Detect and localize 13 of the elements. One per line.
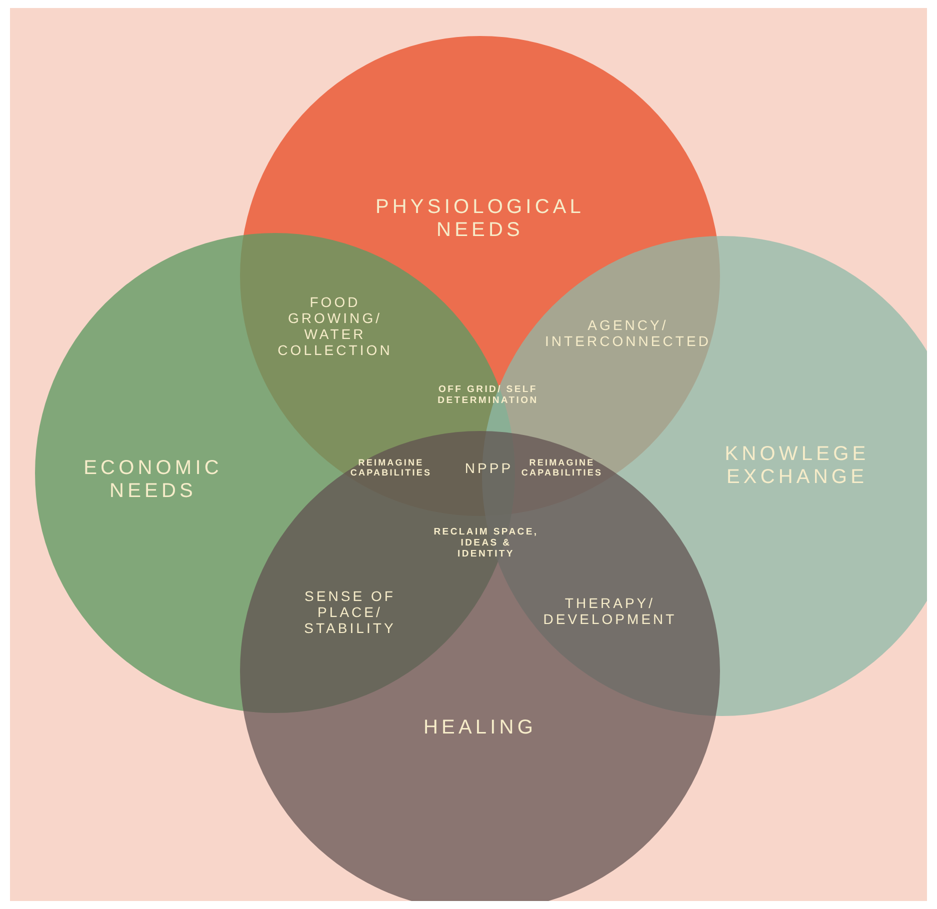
overlap-label: OFF GRID/ SELF DETERMINATION [436, 385, 540, 407]
overlap-label: SENSE OF PLACE/ STABILITY [303, 588, 397, 636]
circle-title: ECONOMIC NEEDS [82, 457, 224, 503]
overlap-label: AGENCY/ INTERCONNECTED [544, 316, 712, 350]
overlap-label: RECLAIM SPACE, IDEAS & IDENTITY [432, 528, 540, 560]
circle-title: HEALING [422, 716, 538, 740]
overlap-label: THERAPY/ DEVELOPMENT [542, 594, 678, 628]
circle-title: KNOWLEGE EXCHANGE [724, 443, 870, 489]
overlap-label: REIMAGINE CAPABILITIES [349, 458, 433, 478]
overlap-label: NPPP [464, 460, 514, 476]
circle-title: PHYSIOLOGICAL NEEDS [374, 196, 586, 242]
overlap-label: FOOD GROWING/ WATER COLLECTION [276, 294, 394, 358]
overlap-label: REIMAGINE CAPABILITIES [520, 458, 604, 478]
